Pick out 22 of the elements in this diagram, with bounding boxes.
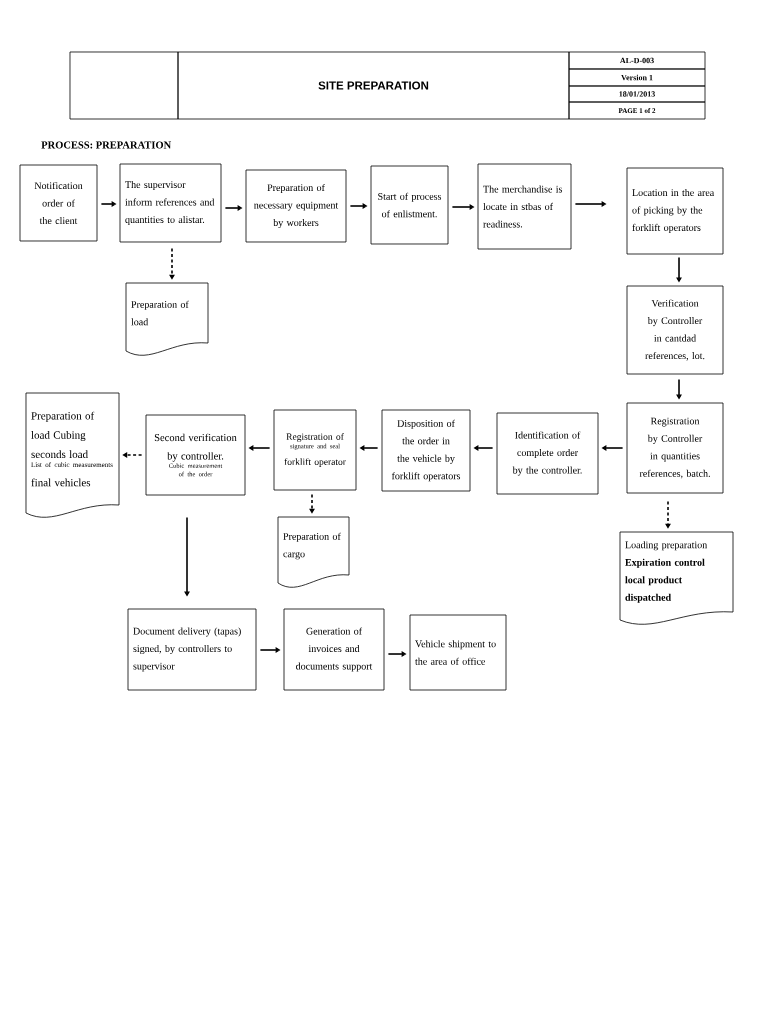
- process-box: Vehicle shipment to the area of office: [409, 614, 507, 691]
- process-box: Notification order of the client: [19, 164, 98, 242]
- header-cell: 18/01/2013: [568, 85, 706, 103]
- process-box: The merchandise is locate in stbas of readiness.: [477, 163, 572, 250]
- process-box: Location in the area of picking by the forklift operators: [626, 167, 724, 255]
- arrow: [169, 247, 175, 280]
- process-box: Preparation of necessary equipment by workers: [245, 169, 347, 243]
- title-cell: SITE PREPARATION: [177, 51, 570, 120]
- arrow: [122, 452, 143, 458]
- header-cell: AL-D-003: [568, 51, 706, 70]
- process-box: The supervisor inform references and quantities to alistar.: [119, 163, 222, 243]
- arrow: [665, 500, 671, 529]
- process-box: Registration by Controller in quantities references, batch.: [626, 402, 724, 494]
- process-box: Generation of invoices and documents support: [283, 608, 385, 691]
- process-box: Disposition of the order in the vehicle by forklift operators: [381, 409, 471, 492]
- process-box: Identification of complete order by the controller.: [496, 412, 599, 495]
- process-box: Verification by Controller in cantdad references, lot.: [626, 285, 724, 375]
- header-cell: Version 1: [568, 68, 706, 87]
- arrow: [309, 493, 315, 514]
- process-box: Start of process of enlistment.: [370, 165, 449, 245]
- section-heading: PROCESS: PREPARATION: [41, 141, 172, 149]
- process-box: Document delivery (tapas) signed, by controllers to supervisor: [127, 608, 257, 691]
